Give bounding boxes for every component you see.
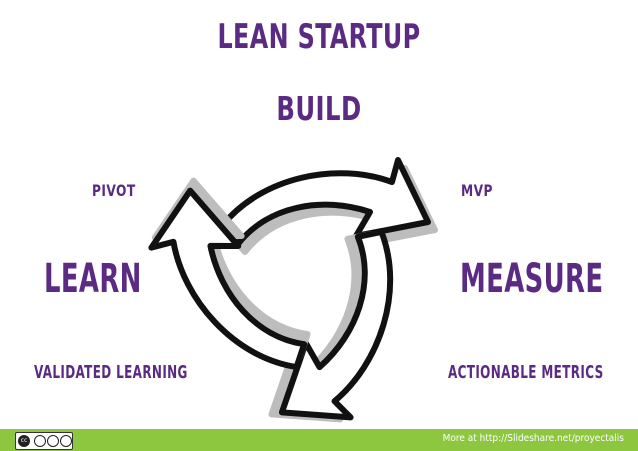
mvp-label: MVP (461, 181, 493, 200)
actionable-metrics-label: ACTIONABLE METRICS (448, 362, 604, 383)
noncommercial-icon (47, 435, 59, 447)
measure-label: MEASURE (460, 256, 604, 302)
attribution-icon (34, 435, 46, 447)
build-label: BUILD (276, 89, 362, 128)
creative-commons-license-icon[interactable]: cc (15, 432, 73, 450)
footer-bar: cc More at http://Slideshare.net/proyect… (0, 429, 638, 451)
learn-label: LEARN (44, 256, 142, 302)
validated-learning-label: VALIDATED LEARNING (34, 362, 188, 383)
slide-title: LEAN STARTUP (217, 17, 421, 57)
footer-link[interactable]: More at http://Slideshare.net/proyectali… (442, 433, 624, 444)
arrow-build-icon (222, 160, 435, 252)
noderivatives-icon (60, 435, 72, 447)
pivot-label: PIVOT (92, 181, 136, 200)
